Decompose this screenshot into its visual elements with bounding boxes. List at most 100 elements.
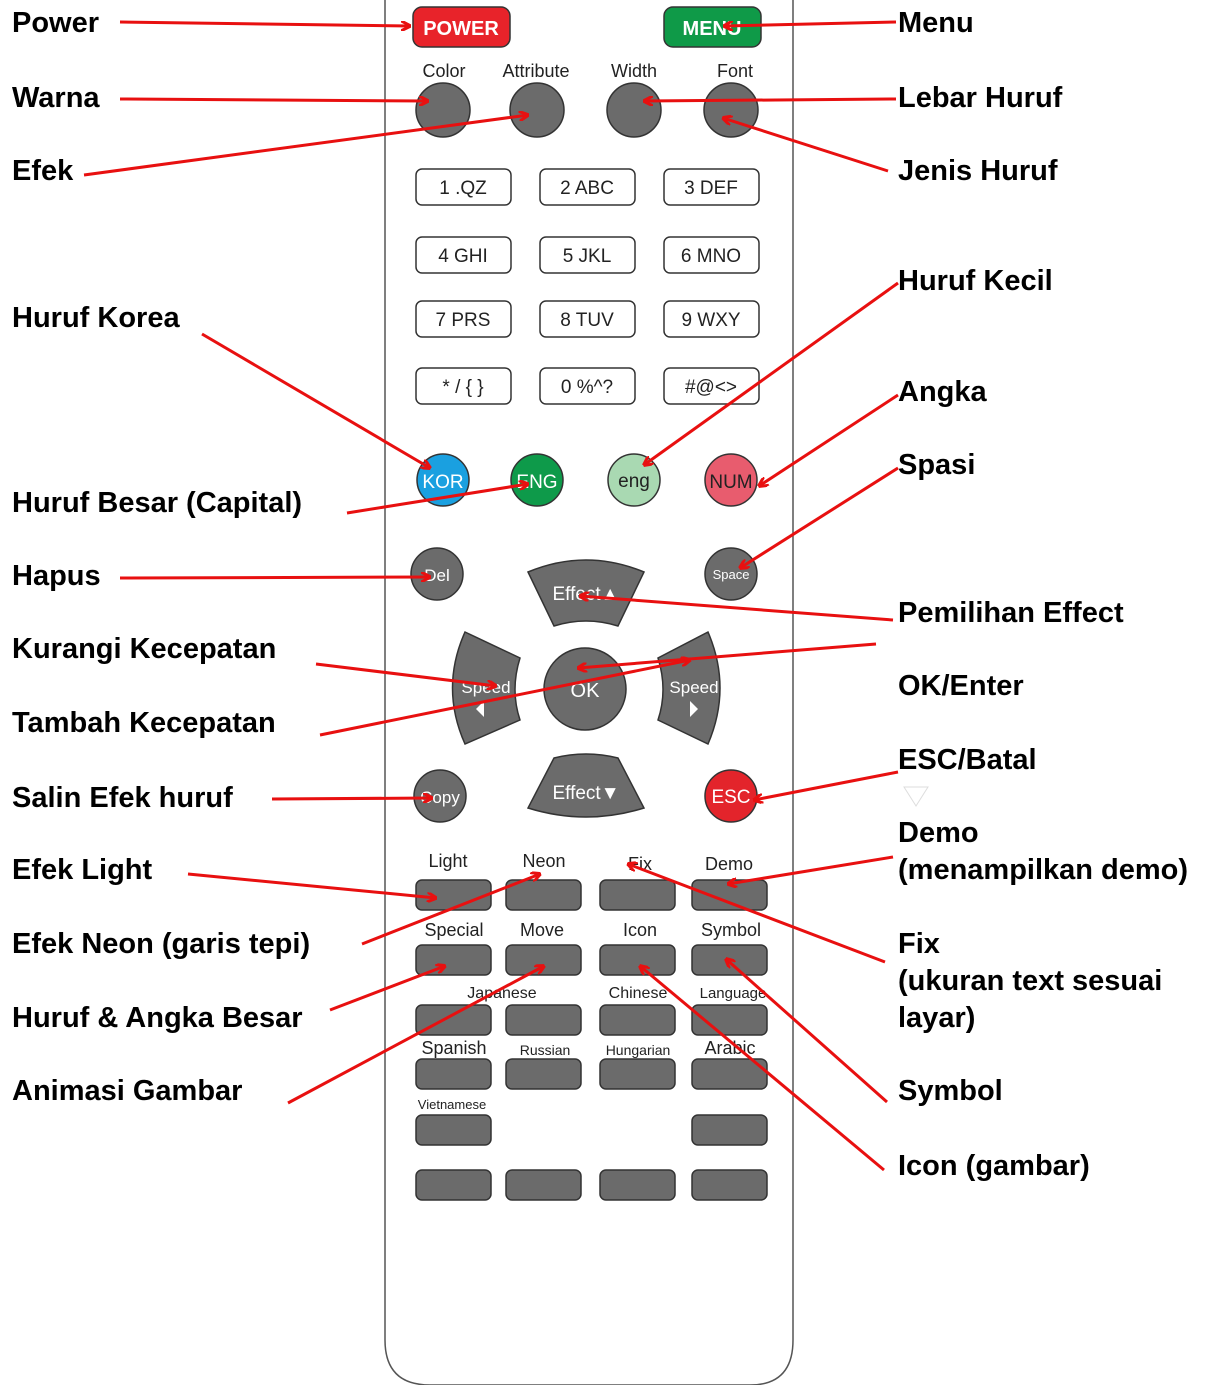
arrow-lebar-huruf (644, 99, 897, 101)
light-button[interactable] (415, 879, 492, 911)
special-button[interactable] (415, 944, 492, 976)
chinese-button[interactable] (599, 1004, 676, 1036)
arrow-icon-gambar (640, 966, 885, 1172)
svg-text:9 WXY: 9 WXY (681, 310, 740, 331)
svg-text:ESC: ESC (711, 787, 750, 808)
spanish-button[interactable] (415, 1058, 492, 1090)
menu-button-label: MENU (683, 18, 742, 40)
key-8[interactable]: 8 TUV (539, 300, 636, 338)
label-angka: Angka (898, 376, 987, 408)
language-button[interactable] (691, 1004, 768, 1036)
japanese-button[interactable] (415, 1004, 492, 1036)
key-0[interactable]: 0 %^? (539, 367, 636, 405)
font-label: Font (717, 61, 753, 81)
svg-text:Hungarian: Hungarian (606, 1042, 671, 1058)
arrow-fix (628, 864, 886, 964)
key-2[interactable]: 2 ABC (539, 168, 636, 206)
key-5[interactable]: 5 JKL (539, 236, 636, 274)
svg-text:Speed: Speed (461, 678, 510, 697)
key-4[interactable]: 4 GHI (415, 236, 512, 274)
ok-button[interactable]: OK (543, 647, 627, 731)
label-esc-batal: ESC/Batal (898, 744, 1037, 776)
svg-text:Effect▲: Effect▲ (552, 584, 619, 605)
width-button[interactable] (606, 82, 662, 138)
svg-text:eng: eng (618, 471, 650, 492)
blank-button-4[interactable] (599, 1169, 676, 1201)
attribute-button[interactable] (509, 82, 565, 138)
label-fix-1: Fix (898, 928, 940, 960)
label-efek-neon: Efek Neon (garis tepi) (12, 928, 311, 960)
key-3[interactable]: 3 DEF (663, 168, 760, 206)
label-fix-3: layar) (898, 1002, 976, 1034)
arrow-menu (724, 20, 897, 26)
font-button[interactable] (703, 82, 759, 138)
label-kurangi-kecepatan: Kurangi Kecepatan (12, 633, 277, 665)
key-7[interactable]: 7 PRS (415, 300, 512, 338)
key-star[interactable]: * / { } (415, 367, 512, 405)
arrow-efek-neon (361, 874, 540, 946)
power-button[interactable]: POWER (412, 6, 511, 48)
label-huruf-besar: Huruf Besar (Capital) (12, 487, 303, 519)
eng-lower-button[interactable]: eng (607, 453, 661, 507)
svg-text:Vietnamese: Vietnamese (418, 1097, 486, 1112)
arrow-hapus (119, 577, 430, 578)
blank-button-2[interactable] (415, 1169, 492, 1201)
num-button[interactable]: NUM (704, 453, 758, 507)
svg-text:* / { }: * / { } (442, 377, 483, 398)
del-button[interactable]: Del (410, 547, 464, 601)
move-button[interactable] (505, 944, 582, 976)
copy-button[interactable]: Copy (413, 769, 467, 823)
symbol-button[interactable] (691, 944, 768, 976)
label-fix-2: (ukuran text sesuai (898, 965, 1163, 997)
label-ok-enter: OK/Enter (898, 670, 1024, 702)
label-lebar-huruf: Lebar Huruf (898, 82, 1063, 114)
svg-text:ENG: ENG (516, 472, 557, 493)
svg-text:5 JKL: 5 JKL (563, 246, 612, 267)
svg-text:Chinese: Chinese (609, 985, 668, 1002)
arrow-efek-light (187, 872, 436, 898)
space-button[interactable]: Space (704, 547, 758, 601)
label-icon-gambar: Icon (gambar) (898, 1150, 1090, 1182)
arrow-tambah-kecepatan (319, 660, 690, 737)
keypad: 1 .QZ 2 ABC 3 DEF 4 GHI 5 JKL 6 MNO 7 PR… (415, 168, 760, 405)
svg-text:8 TUV: 8 TUV (560, 310, 614, 331)
label-huruf-korea: Huruf Korea (12, 302, 180, 334)
key-hash[interactable]: #@<> (663, 367, 760, 405)
svg-text:Effect▼: Effect▼ (552, 783, 619, 804)
label-warna: Warna (12, 82, 100, 114)
svg-text:Symbol: Symbol (701, 920, 761, 940)
fix-button[interactable] (599, 879, 676, 911)
icon-button[interactable] (599, 944, 676, 976)
svg-text:6 MNO: 6 MNO (681, 246, 741, 267)
menu-button[interactable]: MENU (663, 6, 762, 48)
neon-button[interactable] (505, 879, 582, 911)
svg-text:0 %^?: 0 %^? (561, 377, 613, 398)
svg-text:1 .QZ: 1 .QZ (439, 178, 487, 199)
eng-upper-button[interactable]: ENG (510, 453, 564, 507)
russian-button[interactable] (505, 1058, 582, 1090)
label-huruf-kecil: Huruf Kecil (898, 265, 1053, 297)
svg-text:Space: Space (713, 567, 750, 582)
power-button-label: POWER (423, 18, 499, 40)
esc-button[interactable]: ESC (704, 769, 758, 823)
effect-down-button[interactable]: Effect▼ (526, 753, 646, 818)
blank-button-5[interactable] (691, 1169, 768, 1201)
hungarian-button[interactable] (599, 1058, 676, 1090)
key-6[interactable]: 6 MNO (663, 236, 760, 274)
annotation-arrows (83, 20, 899, 1172)
arrow-spasi (740, 466, 899, 568)
arrow-symbol (726, 959, 888, 1104)
svg-text:OK: OK (571, 680, 601, 702)
blank-button-1[interactable] (691, 1114, 768, 1146)
language-slot-2-button[interactable] (505, 1004, 582, 1036)
key-1[interactable]: 1 .QZ (415, 168, 512, 206)
blank-button-3[interactable] (505, 1169, 582, 1201)
key-9[interactable]: 9 WXY (663, 300, 760, 338)
arrow-huruf-korea (201, 332, 430, 468)
svg-text:Neon: Neon (522, 851, 565, 871)
vietnamese-button[interactable] (415, 1114, 492, 1146)
label-efek-light: Efek Light (12, 854, 153, 886)
label-animasi-gambar: Animasi Gambar (12, 1075, 243, 1107)
svg-text:Del: Del (424, 566, 450, 585)
